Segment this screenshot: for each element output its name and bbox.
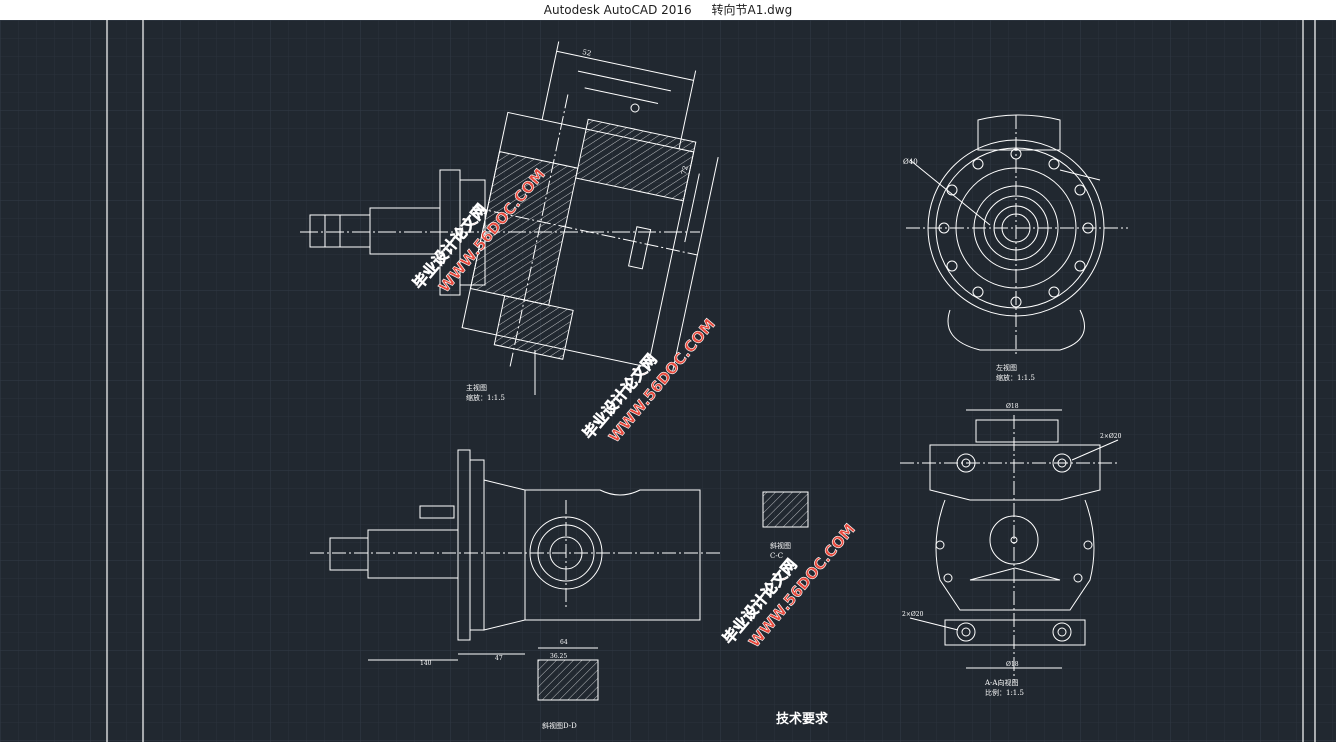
- aa-note2: 2×Ø20: [902, 611, 924, 618]
- section-cc-sub: C-C: [770, 552, 783, 560]
- section-dd: [537, 647, 599, 701]
- dd-width2-dimension: 36.25: [550, 653, 567, 660]
- app-title: Autodesk AutoCAD 2016: [543, 3, 692, 17]
- window-title-bar: Autodesk AutoCAD 2016 转向节A1.dwg: [0, 0, 1336, 20]
- drawing-canvas[interactable]: 主视图 缩放：1:1.5 52 72 Ø40: [0, 20, 1336, 742]
- aa-view-scale: 比例：1:1.5: [985, 688, 1024, 697]
- front-len2-dimension: 47: [495, 655, 503, 662]
- left-view: [906, 114, 1128, 355]
- file-name: 转向节A1.dwg: [711, 3, 793, 17]
- main-top-dimension: 52: [582, 48, 592, 58]
- left-view-label: 左视图: [996, 363, 1017, 372]
- section-dd-label: 斜视图D-D: [542, 721, 577, 730]
- tech-requirements-title: 技术要求: [776, 711, 829, 727]
- main-view-label: 主视图: [466, 383, 487, 392]
- section-cc: [762, 491, 809, 528]
- sheet-border: [106, 20, 1316, 742]
- main-view-scale: 缩放：1:1.5: [466, 393, 505, 402]
- left-dia-dimension: Ø40: [903, 158, 918, 166]
- main-view: [300, 41, 719, 395]
- main-right-dimension: 72: [680, 165, 690, 175]
- aa-view-label: A-A向视图: [984, 678, 1018, 687]
- left-view-scale: 缩放：1:1.5: [996, 373, 1035, 382]
- aa-bottom-dimension: Ø18: [1006, 661, 1019, 668]
- aa-view: [900, 409, 1120, 680]
- front-len1-dimension: 140: [420, 660, 432, 667]
- section-cc-label: 斜视图: [770, 541, 791, 550]
- dd-width-dimension: 64: [560, 639, 568, 646]
- front-view: [310, 449, 720, 661]
- aa-top-dimension: Ø18: [1006, 403, 1019, 410]
- aa-note1: 2×Ø20: [1100, 433, 1122, 440]
